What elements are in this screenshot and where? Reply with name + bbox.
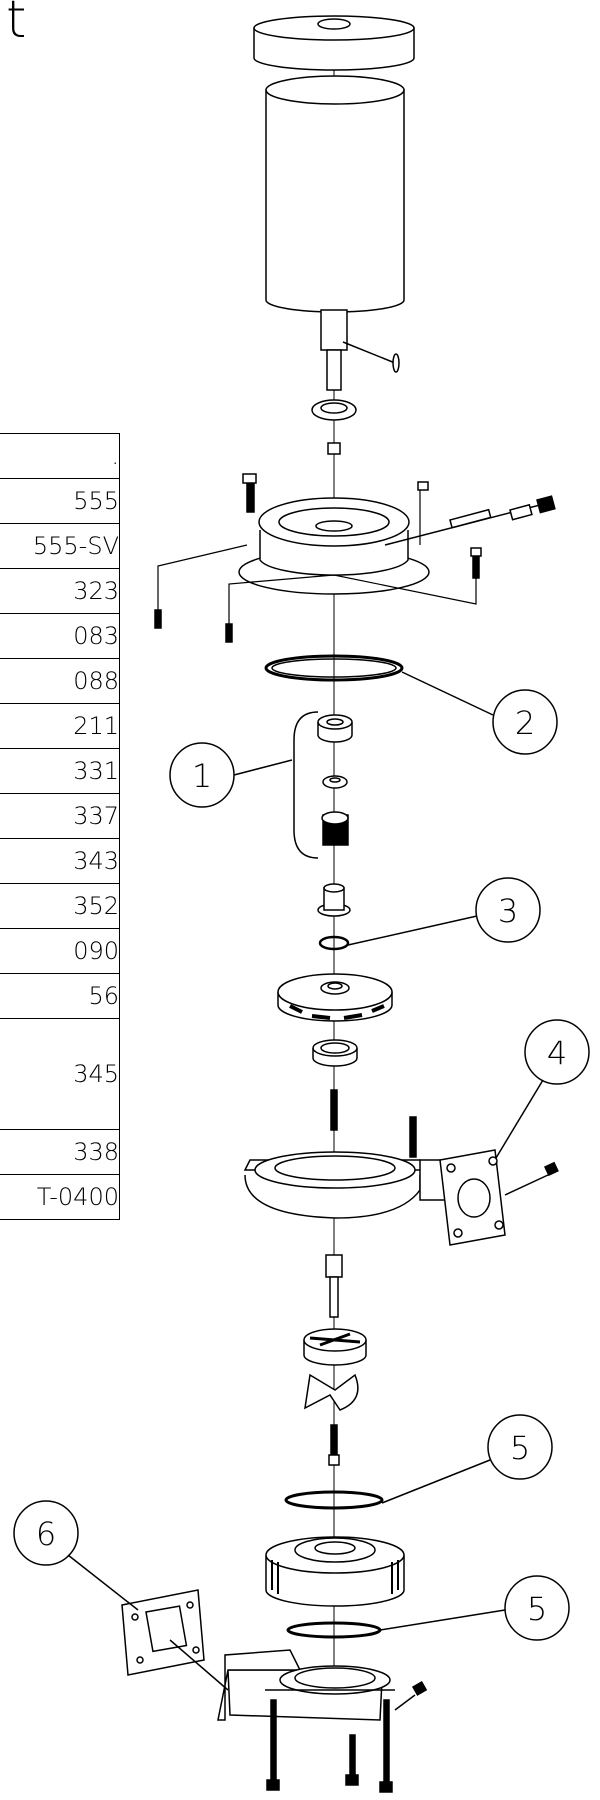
flange-bolts xyxy=(154,473,482,643)
suction-flange-plate xyxy=(121,1589,229,1691)
callout-1: 1 xyxy=(169,742,293,808)
callout-5-lower: 5 xyxy=(379,1575,570,1641)
callout-label: 2 xyxy=(515,704,535,742)
stud-bolt-assembly xyxy=(384,495,556,546)
callout-5-upper: 5 xyxy=(381,1414,553,1504)
table-row: T-0400 xyxy=(0,1174,120,1220)
table-row: 56 xyxy=(0,973,120,1019)
callout-4: 4 xyxy=(495,1019,590,1159)
table-row: 088 xyxy=(0,658,120,704)
table-row: 343 xyxy=(0,838,120,884)
callout-label: 3 xyxy=(498,892,518,930)
part-number-cell: 343 xyxy=(0,838,120,884)
callout-3: 3 xyxy=(347,877,541,946)
large-o-ring xyxy=(264,654,404,682)
o-ring xyxy=(284,1490,384,1510)
part-number-cell: 56 xyxy=(0,973,120,1019)
part-number-cell: 337 xyxy=(0,793,120,839)
small-o-ring xyxy=(318,935,350,951)
shaft-washer xyxy=(311,399,357,421)
part-number-cell: T-0400 xyxy=(0,1174,120,1220)
page-title: t xyxy=(6,0,28,50)
part-number-cell: 083 xyxy=(0,613,120,659)
motor-body xyxy=(265,75,405,391)
base-bolts xyxy=(266,1680,428,1793)
mechanical-seal xyxy=(317,714,353,846)
seal-bracket xyxy=(293,711,319,859)
discharge-flange xyxy=(439,1149,559,1246)
part-number-cell: 331 xyxy=(0,748,120,794)
shaft-nut xyxy=(327,442,341,455)
impeller-shaft-sleeve xyxy=(317,883,351,917)
part-number-cell: 345 xyxy=(0,1018,120,1130)
callout-label: 5 xyxy=(527,1590,547,1628)
callout-label: 6 xyxy=(36,1515,56,1553)
table-row: 345 xyxy=(0,1018,120,1130)
table-row: 337 xyxy=(0,793,120,839)
suction-adapter xyxy=(265,1536,405,1607)
stud xyxy=(330,1424,338,1456)
table-row: 352 xyxy=(0,883,120,929)
motor-top-cap xyxy=(253,15,415,71)
pump-base xyxy=(217,1649,395,1721)
parts-table: . 555 555-SV 323 083 088 211 331 337 343… xyxy=(0,433,120,1220)
callout-2: 2 xyxy=(401,671,558,755)
callout-label: 1 xyxy=(192,757,212,795)
table-row: 323 xyxy=(0,568,120,614)
cap-screw xyxy=(325,1254,343,1318)
table-row: 555 xyxy=(0,478,120,524)
adapter-flange xyxy=(238,497,430,595)
impeller xyxy=(277,973,393,1022)
callout-label: 4 xyxy=(547,1034,567,1072)
bearing-ring xyxy=(312,1039,358,1067)
part-number-cell: 323 xyxy=(0,568,120,614)
stud-nut xyxy=(328,1454,340,1466)
table-row: 211 xyxy=(0,703,120,749)
part-number-cell: 555 xyxy=(0,478,120,524)
stud xyxy=(330,1089,338,1131)
part-number-cell: 211 xyxy=(0,703,120,749)
table-row: 083 xyxy=(0,613,120,659)
inducer xyxy=(303,1328,367,1411)
part-number-cell: 088 xyxy=(0,658,120,704)
stud xyxy=(409,1116,417,1158)
callout-label: 5 xyxy=(510,1429,530,1467)
callout-6: 6 xyxy=(13,1500,139,1611)
table-row: 331 xyxy=(0,748,120,794)
volute-casing xyxy=(243,1151,451,1219)
part-number-cell: 352 xyxy=(0,883,120,929)
